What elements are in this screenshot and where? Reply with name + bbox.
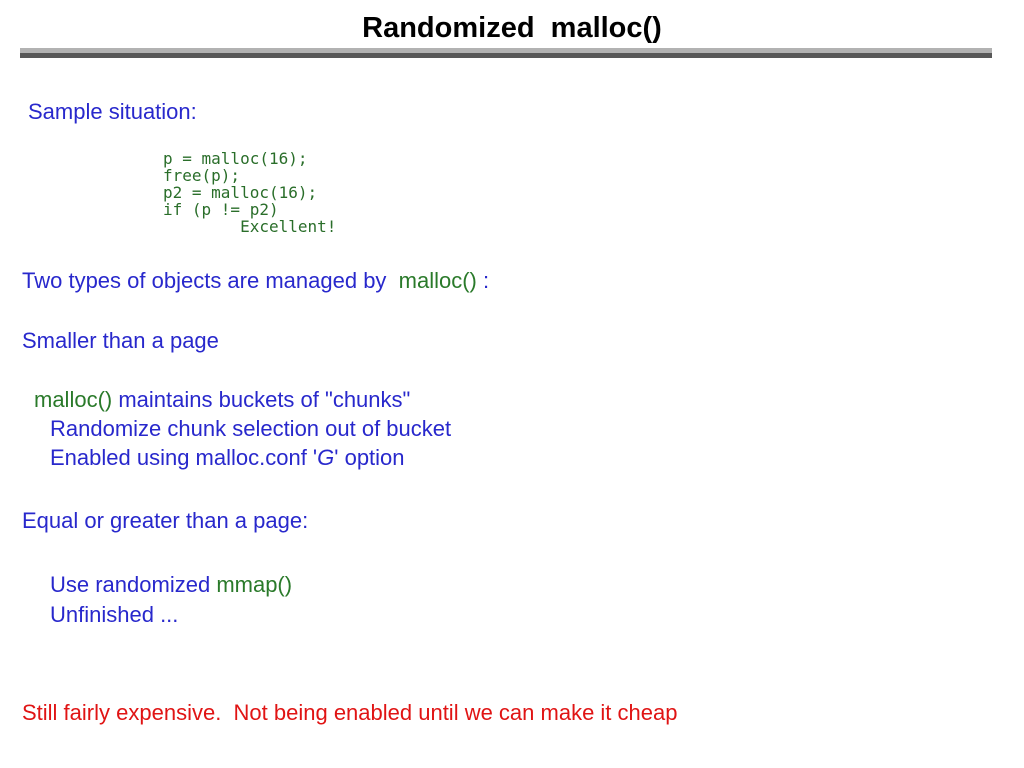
two-types-text: Two types of objects are managed by (22, 268, 399, 293)
code-block: p = malloc(16);free(p);p2 = malloc(16);i… (163, 150, 336, 235)
two-types-colon: : (476, 268, 490, 293)
use-randomized-text: Use randomized (50, 572, 217, 597)
enabled-option-line: Enabled using malloc.conf 'G' option (50, 445, 405, 471)
code-line: p2 = malloc(16); (163, 183, 318, 202)
code-line: p = malloc(16); (163, 149, 308, 168)
buckets-line: malloc() maintains buckets of "chunks" (34, 387, 410, 413)
enabled-text-suffix: ' option (334, 445, 405, 470)
slide-title: Randomized malloc() (362, 12, 662, 44)
code-line: Excellent! (163, 217, 337, 236)
smaller-than-page-heading: Smaller than a page (22, 328, 219, 353)
footer-warning-note: Still fairly expensive. Not being enable… (22, 700, 678, 725)
equal-or-greater-heading: Equal or greater than a page: (22, 508, 309, 533)
sample-situation-label: Sample situation: (28, 99, 197, 124)
malloc-function-name: malloc() (34, 387, 113, 412)
malloc-conf-option-letter: G (317, 445, 335, 470)
enabled-text: Enabled using malloc.conf ' (50, 445, 318, 470)
title-divider-rule (20, 48, 992, 58)
unfinished-line: Unfinished ... (50, 602, 179, 627)
randomize-chunk-line: Randomize chunk selection out of bucket (50, 416, 452, 441)
code-line: if (p != p2) (163, 200, 279, 219)
use-randomized-mmap-line: Use randomized mmap() (50, 572, 292, 598)
malloc-function-name: malloc() (398, 268, 477, 293)
code-line: free(p); (163, 166, 241, 185)
two-types-line: Two types of objects are managed by mall… (22, 268, 489, 294)
mmap-function-name: mmap() (216, 572, 293, 597)
buckets-text: maintains buckets of "chunks" (112, 387, 411, 412)
